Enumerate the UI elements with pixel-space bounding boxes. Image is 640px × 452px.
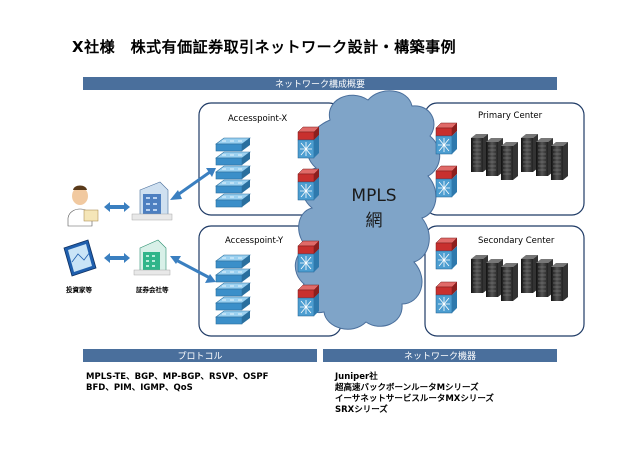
accesspoint-x-label: Accesspoint-X — [228, 114, 287, 124]
router-icon — [435, 281, 458, 314]
router-icon — [297, 284, 320, 317]
router-icon — [297, 126, 320, 159]
router-icon — [297, 240, 320, 273]
office-building-icon — [131, 181, 173, 221]
switch-stack-x — [215, 137, 251, 208]
equipment-line: 超高速バックボーンルータMシリーズ — [335, 383, 479, 393]
page-title: X社様 株式有価証券取引ネットワーク設計・構築事例 — [72, 38, 457, 56]
securities-building-icon — [133, 239, 171, 276]
primary-center-label: Primary Center — [478, 111, 543, 121]
equipment-line: イーサネットサービスルータMXシリーズ — [335, 394, 494, 404]
bidirectional-arrow-icon — [104, 202, 130, 212]
protocol-line: MPLS-TE、BGP、MP-BGP、RSVP、OSPF — [86, 372, 269, 382]
investor-person-icon — [67, 185, 99, 227]
secondary-center-label: Secondary Center — [478, 236, 555, 246]
switch-stack-y — [215, 254, 251, 325]
mpls-label: MPLS — [351, 186, 396, 206]
mpls-cloud — [294, 90, 441, 330]
router-icon — [435, 237, 458, 270]
securities-label: 証券会社等 — [136, 285, 169, 294]
equipment-header: ネットワーク機器 — [404, 350, 476, 362]
connection-arrow-icon — [170, 168, 216, 200]
mpls-label-2: 網 — [366, 211, 383, 231]
equipment-list: Juniper社 超高速バックボーンルータMシリーズ イーサネットサービスルータ… — [335, 372, 494, 416]
investor-tablet-icon — [63, 239, 97, 277]
router-icon — [297, 168, 320, 201]
equipment-header-bar — [323, 349, 557, 362]
investors-label: 投資家等 — [66, 285, 93, 294]
router-icon — [435, 165, 458, 198]
protocol-list: MPLS-TE、BGP、MP-BGP、RSVP、OSPF BFD、PIM、IGM… — [86, 372, 268, 394]
router-icon — [435, 122, 458, 155]
connection-arrow-icon — [170, 256, 216, 283]
protocol-line: BFD、PIM、IGMP、QoS — [86, 383, 193, 393]
equipment-line: Juniper社 — [335, 372, 378, 382]
overview-header-bar — [83, 77, 557, 90]
protocol-header: プロトコル — [177, 351, 222, 362]
bidirectional-arrow-icon — [104, 253, 130, 263]
protocol-header-bar — [83, 349, 317, 362]
equipment-line: SRXシリーズ — [335, 405, 388, 415]
overview-header: ネットワーク構成概要 — [275, 78, 365, 90]
accesspoint-y-label: Accesspoint-Y — [225, 236, 284, 246]
